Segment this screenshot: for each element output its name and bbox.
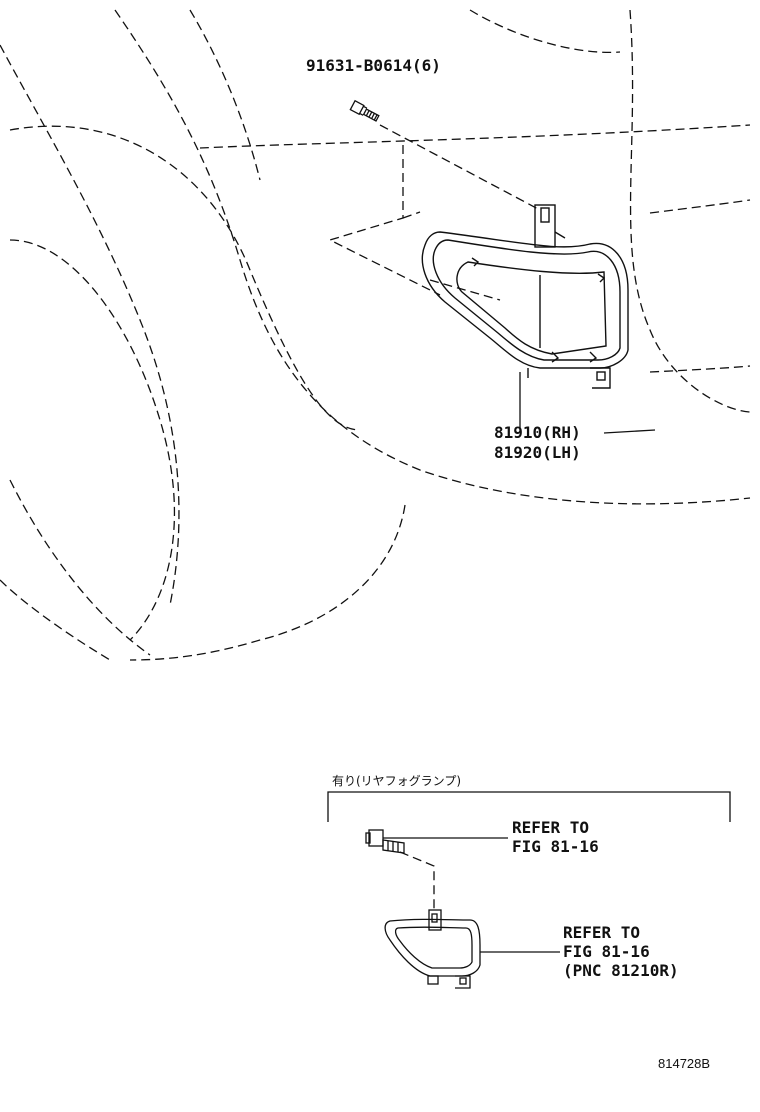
reflector-lamp-assembly (421, 204, 629, 389)
bolt-reference-line2: FIG 81-16 (512, 837, 599, 856)
vehicle-body-outline (0, 9, 751, 661)
lamp-lh-part-number: 81920(LH) (494, 443, 581, 462)
lamp-reference-line2: FIG 81-16 (563, 942, 650, 961)
lamp-rh-part-number: 81910(RH) (494, 423, 581, 442)
option-caption: 有り(リヤフォグランプ) (332, 774, 462, 788)
mounting-guide-lines (328, 124, 541, 301)
small-bolt-icon (365, 829, 508, 912)
lamp-reference-line1: REFER TO (563, 923, 641, 942)
bolt-part-number: 91631-B0614(6) (306, 56, 441, 75)
illustration-code: 814728B (658, 1056, 711, 1071)
bolt-icon (349, 99, 380, 122)
leader-lines (519, 372, 656, 434)
wheel-arch (0, 239, 176, 661)
lamp-reference-line3: (PNC 81210R) (563, 961, 679, 980)
bolt-reference-line1: REFER TO (512, 818, 590, 837)
option-bracket (327, 791, 731, 822)
fog-lamp-icon (384, 909, 560, 989)
